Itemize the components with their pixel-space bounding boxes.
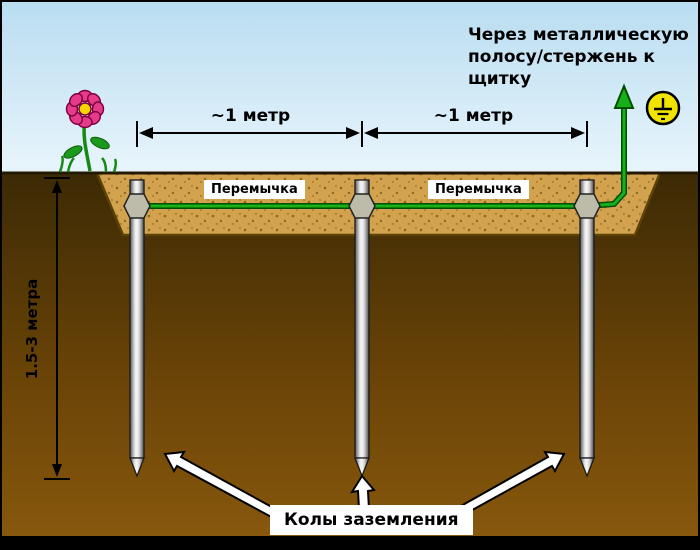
note-to-panel: Через металлическую полосу/стержень к щи… [468, 25, 689, 90]
pointer-arrow-left [163, 450, 281, 521]
stakes-label: Колы заземления [270, 505, 473, 535]
depth-label: 1.5-3 метра [23, 278, 41, 380]
dimension-line-right-span [364, 121, 588, 147]
dimension-line-left-span [136, 121, 363, 147]
dimension-line-depth [44, 177, 70, 480]
earth-ground-symbol-icon [645, 90, 681, 126]
rod-clamp-3 [573, 193, 601, 219]
green-up-arrow-icon [613, 83, 635, 109]
pointer-arrow-right [450, 450, 566, 521]
jumper-label-left: Перемычка [204, 180, 305, 199]
rod-clamp-2 [348, 193, 376, 219]
jumper-label-right: Перемычка [428, 180, 529, 199]
grounding-rod-2 [354, 179, 370, 478]
bottom-frame-bar [2, 536, 698, 548]
stake-pointer-arrows [163, 450, 566, 521]
distance-label-left: ~1 метр [210, 106, 291, 126]
distance-label-right: ~1 метр [433, 106, 514, 126]
rod-clamp-1 [123, 193, 151, 219]
grounding-rod-3 [579, 179, 595, 478]
sky-background [2, 2, 698, 174]
grounding-rod-1 [129, 179, 145, 478]
flower-icon [58, 89, 118, 173]
